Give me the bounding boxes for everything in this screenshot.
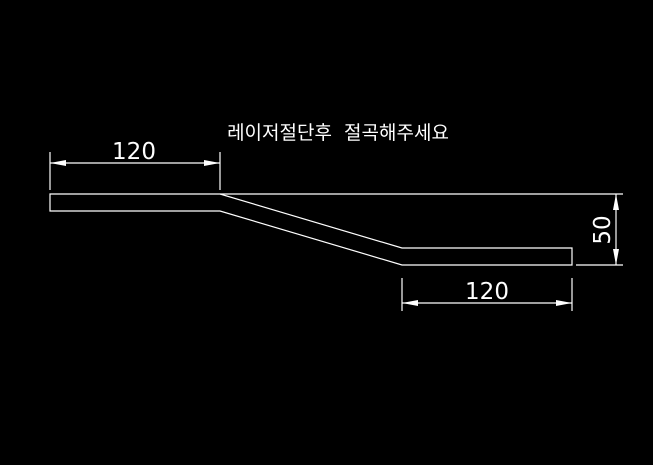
- part-outline: [49, 193, 573, 266]
- arrowhead-right: [204, 160, 220, 166]
- top-length-dimension: 120: [49, 139, 221, 190]
- arrowhead-left: [50, 160, 66, 166]
- bottom-length-label: 120: [465, 279, 509, 305]
- instruction-note: 레이저절단후 절곡해주세요: [227, 122, 449, 144]
- top-length-label: 120: [112, 139, 156, 165]
- offset-height-dimension: 50: [220, 193, 623, 266]
- bottom-length-dimension: 120: [401, 278, 573, 311]
- arrowhead-left: [402, 300, 418, 306]
- arrowhead-bottom: [613, 249, 619, 265]
- offset-height-label: 50: [590, 215, 616, 244]
- arrowhead-top: [613, 194, 619, 210]
- arrowhead-right: [556, 300, 572, 306]
